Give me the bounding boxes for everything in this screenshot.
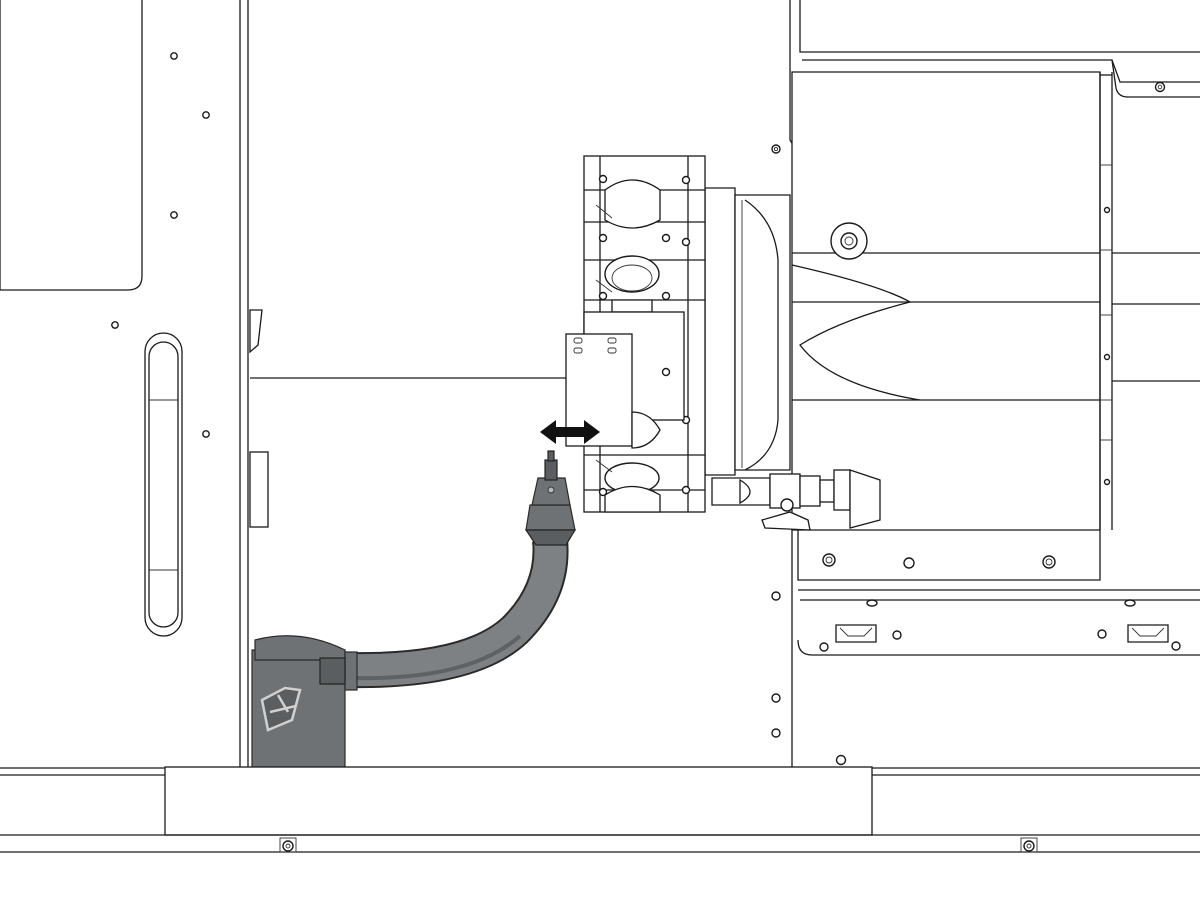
lower-right-base — [771, 530, 1200, 768]
tool-setter-block — [565, 311, 685, 449]
left-door-panel — [0, 0, 249, 768]
probe-arm-base — [251, 635, 358, 769]
spindle-housing — [791, 71, 1200, 531]
chuck-block — [583, 155, 706, 513]
spindle-nose — [704, 187, 791, 476]
coolant-fitting — [711, 469, 881, 531]
probe-cable — [349, 538, 569, 689]
double-headed-horizontal-arrow-icon — [540, 420, 600, 444]
wall-brackets — [249, 309, 568, 528]
door-handle — [144, 332, 183, 637]
bottom-frame — [0, 766, 1200, 853]
probe-arm-head — [524, 450, 577, 546]
